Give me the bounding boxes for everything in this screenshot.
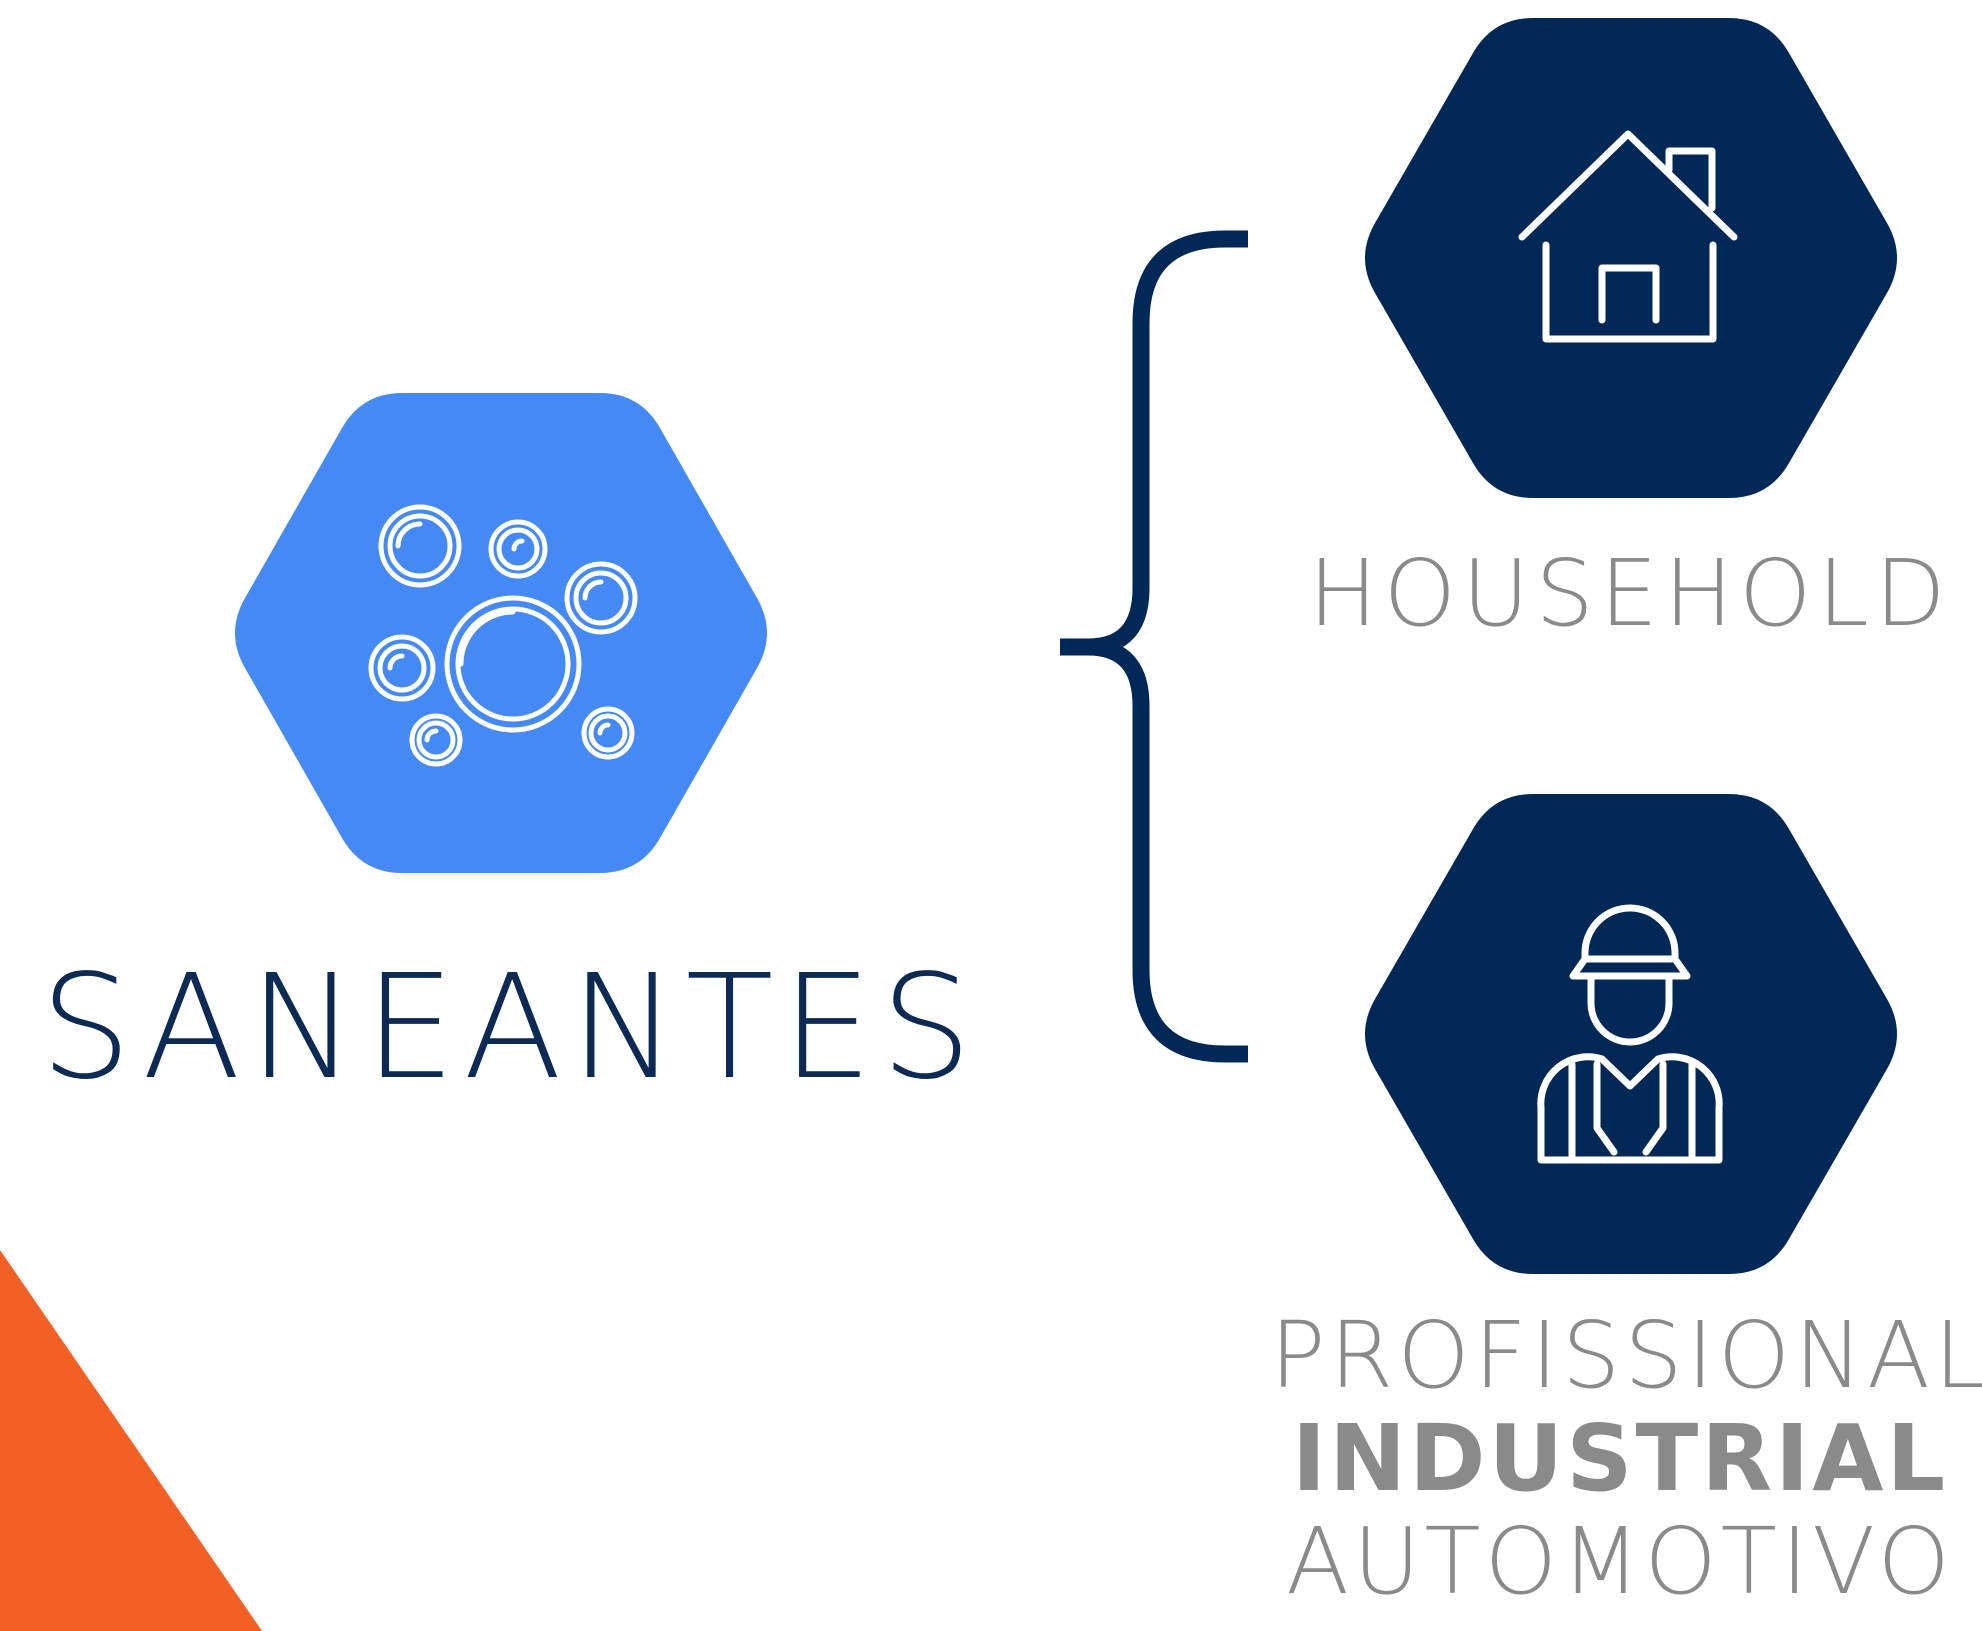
household-hexagon	[1365, 18, 1897, 498]
curly-brace	[1060, 230, 1248, 1063]
main-hexagon	[235, 393, 767, 873]
main-title: SANEANTES	[40, 943, 980, 1111]
segment-profissional: PROFISSIONAL	[1270, 1302, 1982, 1409]
segment-labels: PROFISSIONAL INDUSTRIAL AUTOMOTIVO	[1270, 1302, 1982, 1619]
household-label: HOUSEHOLD	[1308, 540, 1952, 647]
house-icon	[1518, 130, 1738, 343]
segment-industrial: INDUSTRIAL	[1291, 1405, 1949, 1512]
segment-automotivo: AUTOMOTIVO	[1286, 1508, 1954, 1615]
bubbles-icon	[368, 504, 638, 767]
accent-triangle	[0, 1250, 262, 1631]
worker-icon	[1537, 904, 1723, 1164]
worker-hexagon	[1365, 794, 1897, 1274]
